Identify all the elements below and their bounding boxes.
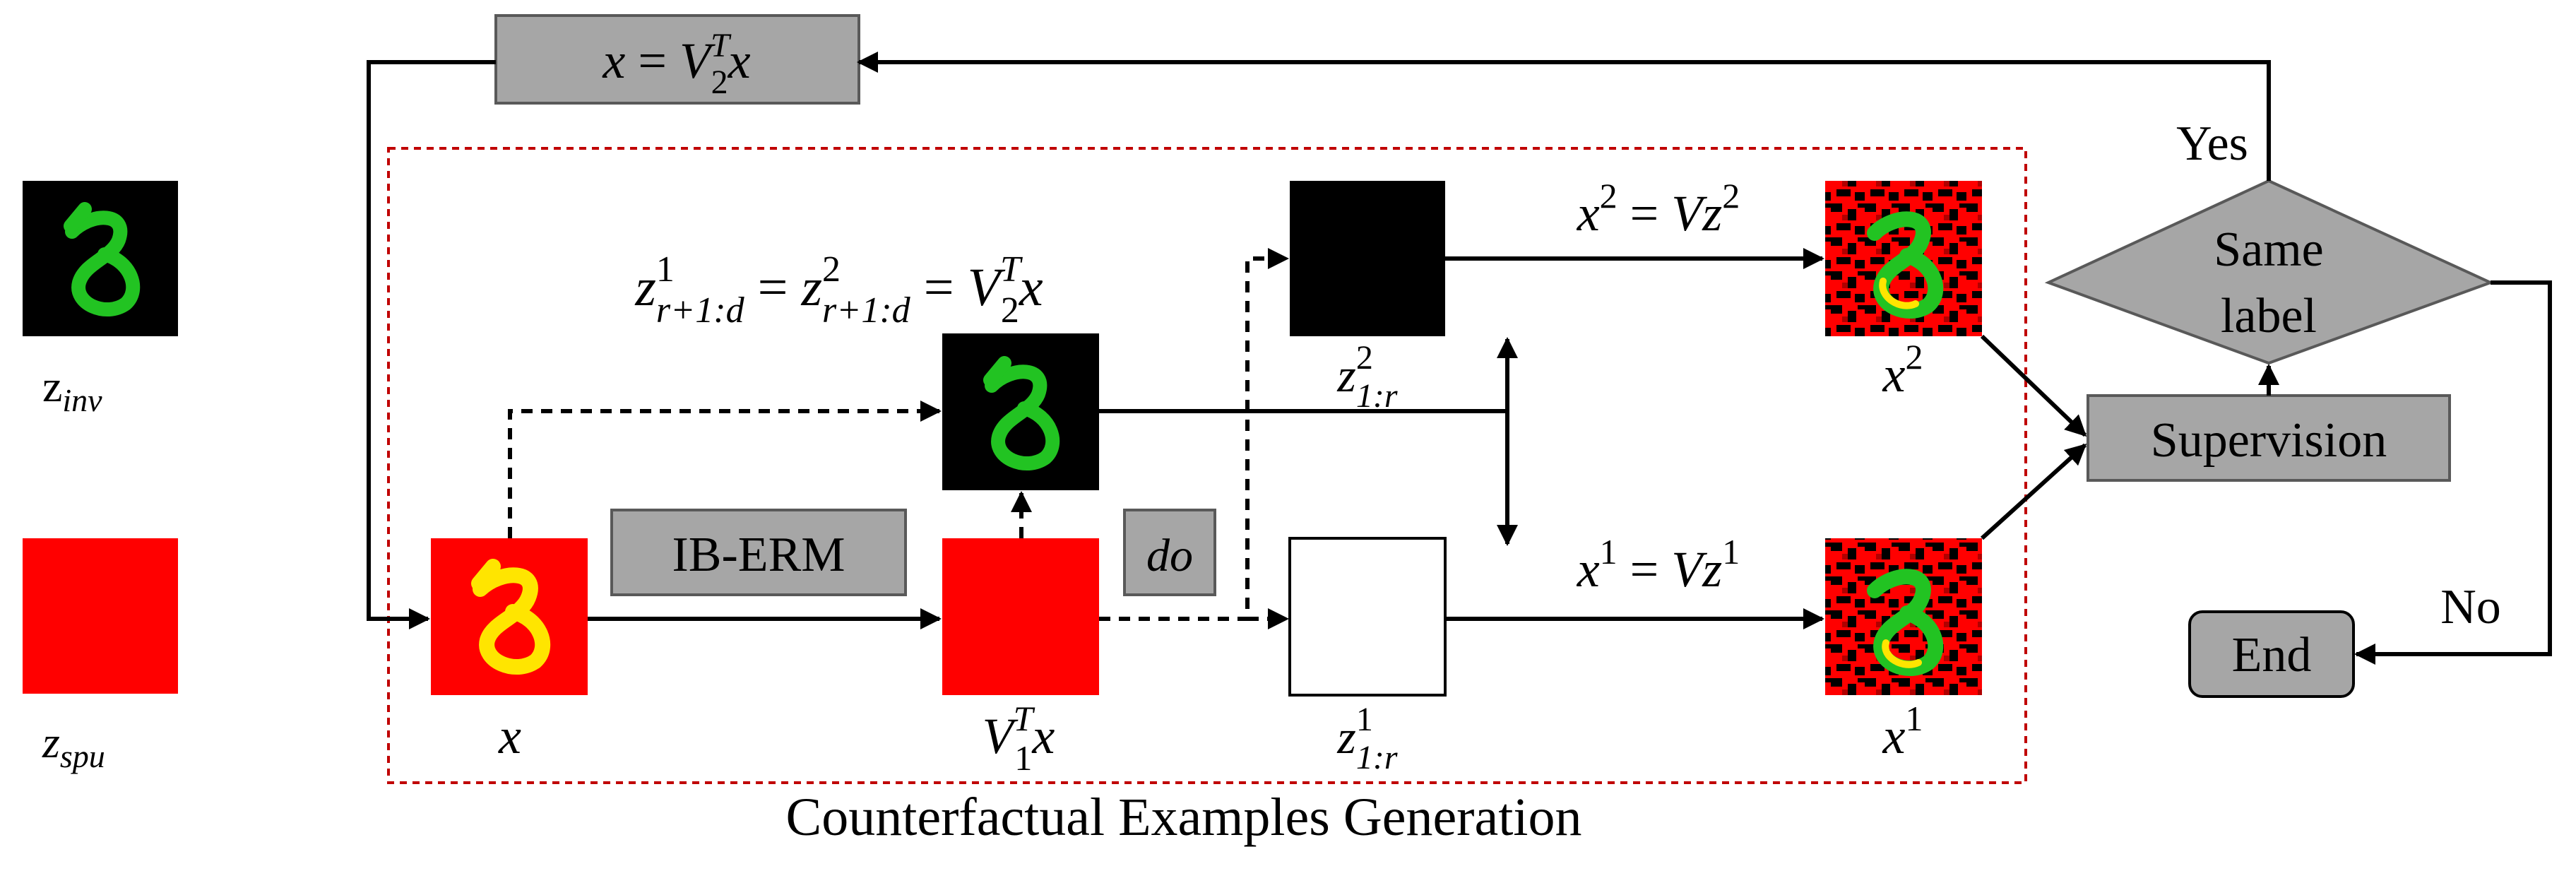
x1-output-digit [1867,569,1944,677]
generation-region [387,147,2027,784]
do-label: do [1146,530,1193,581]
legend-spu: zspu [23,538,178,774]
same-label-line1: Same [2214,223,2324,277]
z1-square [1288,537,1447,697]
region-title: Counterfactual Examples Generation [786,788,1582,847]
legend-inv: zinv [23,181,178,418]
x1-output-label: x1 [1882,699,1923,764]
end-box [2188,610,2355,698]
input-x-label: x [498,708,521,764]
same-label-line2: label [2221,289,2317,343]
no-label: No [2440,580,2501,634]
supervision-label: Supervision [2151,413,2387,468]
inv-digit-glyph [64,202,141,317]
inv-label: zinv [42,361,102,418]
spu-color-square [23,538,178,694]
x2-output-digit [1867,211,1944,319]
input-x-digit [471,559,551,675]
yes-label: Yes [2176,117,2248,171]
inv-feature-digit [983,356,1060,471]
end-label: End [2232,628,2312,682]
z2-square [1290,181,1445,336]
x1-equation: x1 = Vz1 [1577,532,1740,598]
connectors [367,52,2552,665]
ib-erm-box [610,509,907,596]
ib-erm-label: IB-ERM [672,528,845,582]
same-label-diamond [2044,179,2495,365]
x2-output-label: x2 [1882,337,1923,403]
do-box [1123,509,1216,596]
x2-equation: x2 = Vz2 [1577,176,1740,242]
supervision-box [2087,394,2451,482]
spu-label: zspu [42,717,105,774]
v1tx-square [942,538,1099,695]
top-projection-box [494,14,860,105]
